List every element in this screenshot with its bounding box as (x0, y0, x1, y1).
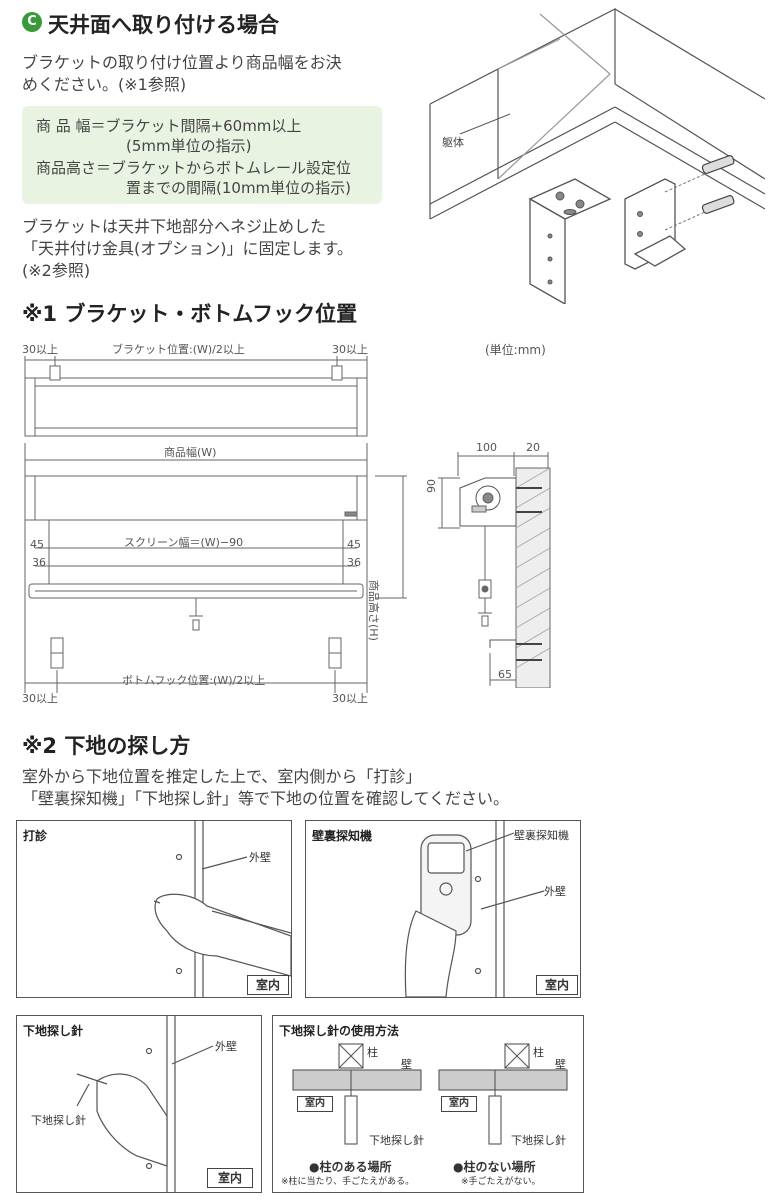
usage-room-b: 室内 (441, 1096, 477, 1112)
section-c-badge: C (22, 12, 42, 32)
panel-needle-wall: 外壁 (215, 1040, 237, 1053)
usage-needle-b: 下地探し針 (511, 1134, 566, 1147)
unit-label: (単位:mm) (485, 343, 546, 357)
detector-illustration (404, 821, 545, 997)
panel-detector-device: 壁裏探知機 (514, 829, 569, 842)
section-2-line-2: 「壁裏探知機」「下地探し針」等で下地の位置を確認してください。 (22, 789, 510, 808)
panel-detector-wall: 外壁 (544, 885, 566, 898)
tapping-illustration (153, 821, 291, 997)
section-1-title: ※1 ブラケット・ボトムフック位置 (22, 302, 358, 326)
intro-line-2: めください。(※1参照) (22, 75, 187, 94)
panel-needle-usage: 下地探し針の使用方法 柱 壁 室内 下地探し針 ●柱のある場所 ※柱に当たり、手… (272, 1015, 584, 1193)
side-view-drawing (438, 452, 551, 688)
usage-sub-a: ※柱に当たり、手ごたえがある。 (281, 1177, 415, 1187)
panel-needle: 下地探し針 外壁 下地探し針 室内 (16, 1015, 262, 1193)
section-c-title: 天井面へ取り付ける場合 (48, 13, 279, 37)
panel-tapping-title: 打診 (23, 829, 48, 843)
note-text: ブラケットは天井下地部分へネジ止めした 「天井付け金具(オプション)」に固定しま… (22, 216, 402, 282)
dim-bracket-position: ブラケット位置:(W)/2以上 (112, 343, 245, 356)
panel-tapping-room: 室内 (247, 975, 289, 995)
usage-needle-a: 下地探し針 (369, 1134, 424, 1147)
dim-product-width: 商品幅(W) (164, 446, 217, 459)
dim-hook-position: ボトムフック位置:(W)/2以上 (122, 674, 266, 687)
usage-pillar-a: 柱 (367, 1046, 378, 1059)
usage-wall-a: 壁 (401, 1058, 412, 1071)
dim-screen-width: スクリーン幅＝(W)−90 (124, 536, 244, 549)
usage-sub-b: ※手ごたえがない。 (461, 1177, 541, 1187)
dim-30-left-top: 30以上 (22, 343, 58, 356)
usage-caption-a: ●柱のある場所 (309, 1160, 392, 1174)
body-label: 躯体 (442, 135, 464, 149)
needle-usage-illustration (292, 1043, 568, 1145)
panel-usage-title: 下地探し針の使用方法 (279, 1024, 400, 1038)
formula-line-2: (5mm単位の指示) (126, 137, 252, 155)
dim-65: 65 (498, 668, 512, 681)
panel-detector: 壁裏探知機 壁裏探知機 外壁 室内 (305, 820, 581, 998)
panel-tapping: 打診 外壁 室内 (16, 820, 292, 998)
usage-pillar-b: 柱 (533, 1046, 544, 1059)
dim-30-left-bottom: 30以上 (22, 692, 58, 705)
note-line-1: ブラケットは天井下地部分へネジ止めした (22, 217, 327, 236)
section-2-line-1: 室外から下地位置を推定した上で、室内側から「打診」 (22, 767, 422, 786)
panel-needle-room: 室内 (207, 1168, 253, 1188)
note-line-3: (※2参照) (22, 261, 91, 280)
formula-line-1: 商 品 幅＝ブラケット間隔+60mm以上 (36, 117, 302, 135)
intro-text: ブラケットの取り付け位置より商品幅をお決 めください。(※1参照) (22, 52, 392, 96)
panel-needle-title: 下地探し針 (23, 1024, 84, 1038)
dim-30-right-top: 30以上 (332, 343, 368, 356)
panel-needle-label: 下地探し針 (31, 1114, 86, 1127)
needle-illustration (76, 1016, 214, 1192)
usage-wall-b: 壁 (555, 1058, 566, 1071)
usage-room-a: 室内 (297, 1096, 333, 1112)
section-2-title: ※2 下地の探し方 (22, 734, 191, 758)
intro-line-1: ブラケットの取り付け位置より商品幅をお決 (22, 53, 342, 72)
ceiling-bracket-illustration: 躯体 (429, 8, 765, 304)
dim-100: 100 (476, 441, 497, 454)
formula-line-4: 置までの間隔(10mm単位の指示) (126, 179, 352, 197)
section-2-text: 室外から下地位置を推定した上で、室内側から「打診」 「壁裏探知機」「下地探し針」… (22, 766, 762, 810)
dim-30-right-bottom: 30以上 (332, 692, 368, 705)
usage-caption-b: ●柱のない場所 (453, 1160, 536, 1174)
note-line-2: 「天井付け金具(オプション)」に固定します。 (22, 239, 353, 258)
formula-line-3: 商品高さ＝ブラケットからボトムレール設定位 (36, 159, 352, 177)
panel-detector-room: 室内 (536, 975, 578, 995)
panel-tapping-wall: 外壁 (249, 851, 271, 864)
dim-20: 20 (526, 441, 540, 454)
panel-detector-title: 壁裏探知機 (312, 829, 373, 843)
formula-box: 商 品 幅＝ブラケット間隔+60mm以上 (5mm単位の指示) 商品高さ＝ブラケ… (22, 106, 382, 204)
front-view-drawing (24, 356, 407, 693)
